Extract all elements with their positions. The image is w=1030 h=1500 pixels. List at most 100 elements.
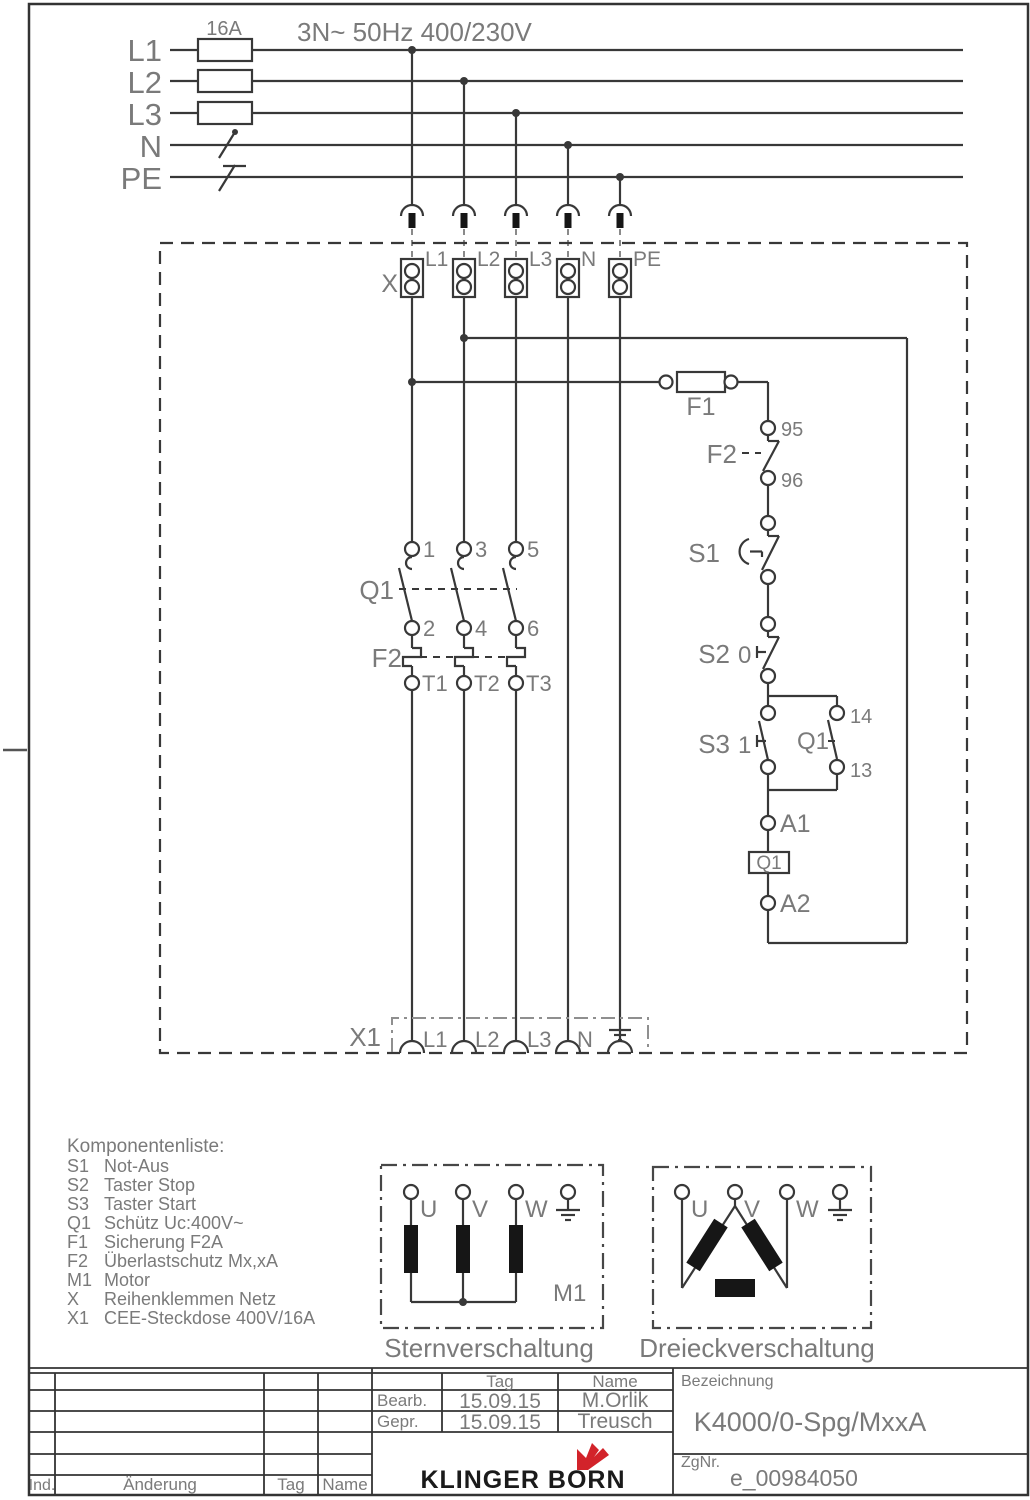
enclosure-border (158, 241, 969, 1055)
fuse-rating-label: 16A (206, 18, 242, 40)
delta-winding-left (686, 1218, 728, 1272)
plug-pin-l2 (460, 213, 468, 228)
fuse-symbol-l1 (196, 37, 254, 63)
plug-pin-l3 (512, 213, 520, 228)
supply-label-pe: PE (121, 161, 162, 196)
comp-desc-q1: Schütz Uc:400V~ (104, 1213, 244, 1233)
contact-2-label: 2 (423, 616, 435, 641)
logo-text: KLINGER BORN (420, 1466, 625, 1494)
overload-element-2 (453, 635, 475, 692)
q1-aux-label: Q1 (797, 728, 829, 755)
contact-4-label: 4 (475, 616, 487, 641)
comp-id-x: X (67, 1289, 79, 1309)
socket-contact-l2 (451, 203, 477, 217)
delta-winding-right (741, 1218, 783, 1272)
overload-element-3 (505, 635, 527, 692)
s2-label: S2 (698, 639, 730, 669)
terminal-96-label: 96 (781, 470, 803, 492)
stop-button-s2: S2 0 (698, 615, 780, 685)
comp-id-f2: F2 (67, 1251, 88, 1271)
rev-header-tag: Tag (277, 1475, 304, 1494)
star-w-label: W (525, 1196, 548, 1223)
x1-label-l3: L3 (527, 1027, 551, 1052)
rev-header-name: Name (322, 1475, 367, 1494)
q1-main-pole-3 (501, 540, 525, 637)
component-list: Komponentenliste: S1 Not-Aus S2 Taster S… (67, 1136, 315, 1328)
comp-id-s2: S2 (67, 1175, 89, 1195)
delta-earth-icon (828, 1199, 852, 1222)
f2-control-label: F2 (707, 439, 737, 469)
star-v-label: V (472, 1196, 488, 1223)
contact-5-label: 5 (527, 537, 539, 562)
zgnr-value: e_00984050 (730, 1465, 858, 1491)
winding-u (404, 1225, 418, 1273)
control-circuit: F1 F2 95 96 S1 (408, 334, 909, 945)
x1-outline (391, 1017, 649, 1052)
q1-main-pole-1 (397, 540, 421, 637)
x1-pin-n (554, 1039, 582, 1054)
x-pin-label-n: N (581, 248, 596, 271)
bezeichnung-value: K4000/0-Spg/MxxA (694, 1407, 927, 1437)
fuse-symbol-l2 (196, 68, 254, 94)
coil-q1-label: Q1 (756, 853, 781, 874)
terminal-t1-label: T1 (422, 671, 448, 696)
comp-desc-x: Reihenklemmen Netz (104, 1289, 276, 1309)
supply-label-l1: L1 (128, 33, 162, 68)
plug-pin-pe (616, 213, 624, 228)
terminal-95-label: 95 (781, 419, 803, 441)
comp-id-f1: F1 (67, 1232, 88, 1252)
contactor-coil-q1: A1 Q1 A2 (747, 810, 811, 943)
comp-id-s1: S1 (67, 1156, 89, 1176)
contact-1-label: 1 (423, 537, 435, 562)
main-circuit: Q1 1 3 5 2 4 6 F2 T1 T2 T3 (359, 297, 622, 1041)
q1-main-pole-2 (449, 540, 473, 637)
f1-label: F1 (686, 393, 715, 421)
star-caption: Sternverschaltung (384, 1333, 594, 1363)
delta-u-label: U (691, 1196, 708, 1223)
plug-pin-n (564, 213, 572, 228)
mushroom-head-icon (738, 537, 750, 566)
plug-pin-l1 (408, 213, 416, 228)
socket-contact-l1 (399, 203, 425, 217)
earth-icon (609, 1028, 631, 1042)
x1-pin-l2 (450, 1039, 478, 1054)
disconnect-symbol-n (218, 129, 238, 159)
terminal-block-n (555, 257, 581, 299)
comp-desc-s2: Taster Stop (104, 1175, 195, 1195)
name-column-header: Name (592, 1372, 637, 1391)
gepr-name: Treusch (577, 1410, 652, 1433)
motor-star-diagram: U V W M1 Sternverschaltung (379, 1163, 605, 1363)
terminal-14-label: 14 (850, 706, 872, 728)
terminal-t2-label: T2 (474, 671, 500, 696)
s1-label: S1 (688, 538, 720, 568)
comp-desc-f2: Überlastschutz Mx,xA (104, 1251, 278, 1271)
delta-winding-bottom (715, 1279, 755, 1297)
terminal-block-l1 (399, 257, 425, 299)
q1-aux-contact: Q1 14 13 (768, 694, 872, 792)
fuse-f1: F1 (658, 370, 768, 421)
supply-lines: L1 L2 L3 N PE 16A 3N~ 50Hz 400/230V (121, 17, 963, 204)
comp-id-m1: M1 (67, 1270, 92, 1290)
bearb-name: M.Orlik (582, 1389, 649, 1412)
socket-contact-pe (607, 203, 633, 217)
s3-label: S3 (698, 729, 730, 759)
x-pin-label-pe: PE (633, 248, 661, 271)
bezeichnung-label: Bezeichnung (681, 1373, 774, 1390)
x1-label-l2: L2 (475, 1027, 499, 1052)
a2-label: A2 (780, 890, 811, 918)
supply-label-l2: L2 (128, 65, 162, 100)
s2-position-label: 0 (738, 642, 751, 669)
rev-header-aenderung: Änderung (123, 1475, 197, 1494)
delta-caption: Dreieckverschaltung (639, 1333, 875, 1363)
supply-label-l3: L3 (128, 97, 162, 132)
x-pin-label-l1: L1 (425, 248, 448, 271)
x1-pin-l1 (398, 1039, 426, 1054)
comp-desc-s3: Taster Start (104, 1194, 196, 1214)
overload-contact-f2: F2 95 96 (707, 419, 804, 492)
title-block: Ind. Änderung Tag Name Tag Name Bearb. G… (29, 1367, 1028, 1495)
delta-v-label: V (744, 1196, 760, 1223)
klinger-born-logo: KLINGER BORN (420, 1443, 625, 1494)
a1-label: A1 (780, 810, 811, 838)
